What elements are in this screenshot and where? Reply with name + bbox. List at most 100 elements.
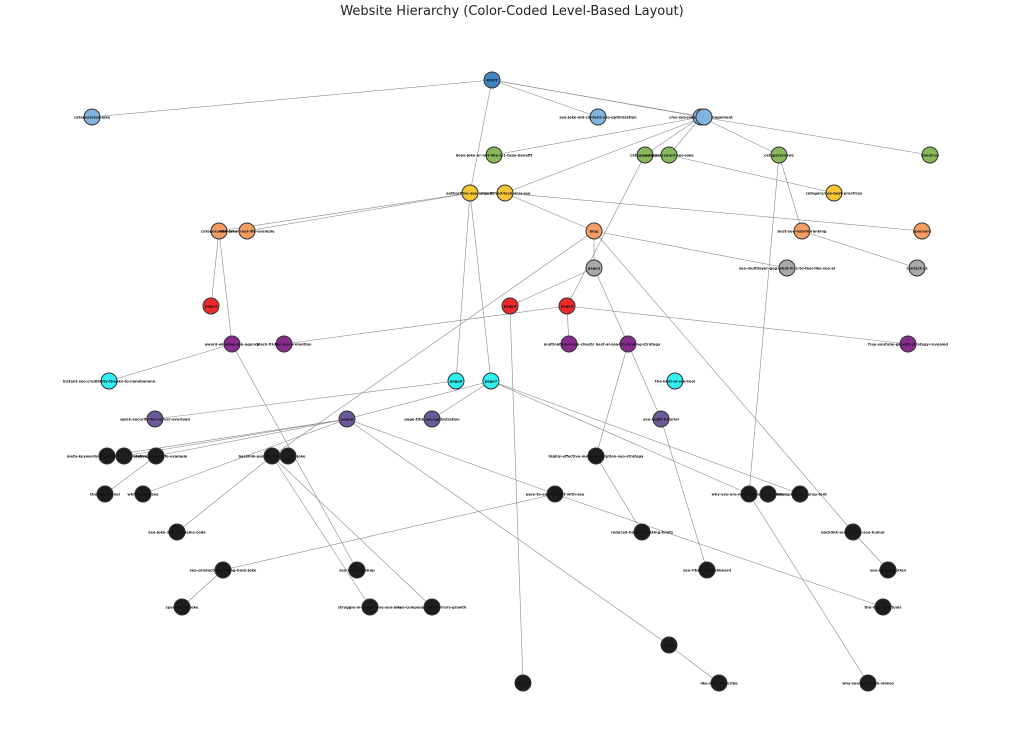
node-a-back-account[interactable]: a-back-account-seo-joke	[644, 146, 694, 164]
node-circle[interactable]	[461, 184, 479, 202]
node-circle[interactable]	[921, 146, 939, 164]
node-reduced-hotline[interactable]: reduced-hotline-ranking-knots	[611, 523, 673, 541]
node-category-news-2[interactable]: category/news	[764, 146, 794, 164]
node-page6[interactable]: page6	[447, 372, 465, 390]
node-page8[interactable]: page8	[338, 410, 356, 428]
node-category-reveal[interactable]: category/seo-joke	[201, 222, 238, 240]
node-circle[interactable]	[844, 523, 862, 541]
node-page4[interactable]: page4	[501, 297, 519, 315]
node-category-best[interactable]: category/seo-best-practices	[806, 184, 863, 202]
node-sponsors[interactable]: sponsors	[913, 222, 931, 240]
node-seo-training-drop[interactable]: seo-training-drop	[339, 561, 375, 579]
node-right-black-a[interactable]	[759, 485, 777, 503]
node-circle[interactable]	[560, 335, 578, 353]
node-does-joke[interactable]: does-joke-or-not-like-a-1-typo-benefit	[456, 146, 533, 164]
node-authoritive[interactable]: authoritive-seo-snippet	[446, 184, 494, 202]
node-circle[interactable]	[558, 297, 576, 315]
node-circle[interactable]	[202, 297, 220, 315]
node-404-error[interactable]: 404-error-real-life-example	[219, 222, 275, 240]
node-circle[interactable]	[695, 108, 713, 126]
node-page9[interactable]: page9	[660, 636, 678, 654]
node-easy-to-experiment[interactable]: easy-to-experiment-with-seo	[526, 485, 585, 503]
node-white-label-seo[interactable]: white-label-seo	[127, 485, 159, 503]
node-circle[interactable]	[146, 410, 164, 428]
node-circle[interactable]	[585, 259, 603, 277]
node-circle[interactable]	[859, 674, 877, 692]
node-backlink-acquisition[interactable]: backlink-acquisition-seo-humor	[821, 523, 885, 541]
node-circle[interactable]	[501, 297, 519, 315]
node-circle[interactable]	[279, 447, 297, 465]
node-blog[interactable]: blog	[585, 222, 603, 240]
node-circle[interactable]	[100, 372, 118, 390]
node-circle[interactable]	[482, 372, 500, 390]
node-circle[interactable]	[214, 561, 232, 579]
node-circle[interactable]	[759, 485, 777, 503]
node-circle[interactable]	[698, 561, 716, 579]
node-circle[interactable]	[210, 222, 228, 240]
node-seo-joke-old[interactable]: seo-joke-old-content-seo-optimization	[559, 108, 637, 126]
node-circle[interactable]	[874, 598, 892, 616]
node-page7[interactable]: page7	[482, 372, 500, 390]
node-black-friday[interactable]: black-friday-seo-promotion	[256, 335, 312, 353]
node-circle[interactable]	[514, 674, 532, 692]
node-circle[interactable]	[636, 146, 654, 164]
node-circle[interactable]	[589, 108, 607, 126]
node-circle[interactable]	[710, 674, 728, 692]
node-circle[interactable]	[660, 146, 678, 164]
node-circle[interactable]	[633, 523, 651, 541]
node-best-ai-seo[interactable]: best-ai-search-ranking-strategy	[596, 335, 661, 353]
node-level1-a[interactable]	[695, 108, 713, 126]
node-circle[interactable]	[96, 485, 114, 503]
node-page-title-seo[interactable]: page-title-seo-optimization	[404, 410, 460, 428]
node-page5[interactable]: page5	[558, 297, 576, 315]
node-circle[interactable]	[793, 222, 811, 240]
node-circle[interactable]	[168, 523, 186, 541]
node-circle[interactable]	[660, 636, 678, 654]
node-circle[interactable]	[791, 485, 809, 503]
node-circle[interactable]	[338, 410, 356, 428]
node-circle[interactable]	[585, 222, 603, 240]
node-circle[interactable]	[483, 71, 501, 89]
node-page2[interactable]: page2	[585, 259, 603, 277]
node-circle[interactable]	[115, 447, 133, 465]
node-circle[interactable]	[666, 372, 684, 390]
node-circle[interactable]	[619, 335, 637, 353]
node-seo-productivity[interactable]: seo-productivity-using-hack-joke	[190, 561, 257, 579]
node-circle[interactable]	[740, 485, 758, 503]
node-circle[interactable]	[447, 372, 465, 390]
node-page10[interactable]: page10	[514, 674, 532, 692]
node-page3[interactable]: page3	[202, 297, 220, 315]
node-seo-ranking-myth[interactable]: seo-ranking-myth-life-example	[125, 447, 188, 465]
node-contact-us[interactable]: contact-us	[906, 259, 928, 277]
node-seo-audit[interactable]: seo-audit-tutorial	[643, 410, 679, 428]
node-award-winning[interactable]: award-winning-seo-agency	[205, 335, 260, 353]
node-why-seo-fails[interactable]: why-seo-fails-with-videos	[842, 674, 894, 692]
node-mid-black-a[interactable]	[115, 447, 133, 465]
node-circle[interactable]	[546, 485, 564, 503]
node-circle[interactable]	[173, 598, 191, 616]
node-meta-keywords[interactable]: meta-keywords-the-retired-seo-relative	[67, 447, 148, 465]
node-circle[interactable]	[361, 598, 379, 616]
node-seo-joke-100[interactable]: seo-joke-100-problems-coda	[148, 523, 206, 541]
node-circle[interactable]	[825, 184, 843, 202]
node-struggle-in-sugar[interactable]: struggle-in-sugar-blue-seo-joke	[338, 598, 403, 616]
node-circle[interactable]	[899, 335, 917, 353]
node-seo-ritual[interactable]: seo-ritual-of-dashboard	[683, 561, 731, 579]
node-seo-multilayer[interactable]: seo-multilayer-gag-what-it-is-to-feel-li…	[739, 259, 835, 277]
node-seo-company[interactable]: seo-company-that-mirrors-growth	[398, 598, 467, 616]
node-quick-security[interactable]: quick-security-for-server-overload	[120, 410, 190, 428]
node-white-space[interactable]: white-space-seo-prep-tent	[773, 485, 827, 503]
node-seo-ad-promotion[interactable]: seo-ad-promotion	[870, 561, 906, 579]
node-about-us[interactable]: about-us	[921, 146, 939, 164]
node-circle[interactable]	[652, 410, 670, 428]
node-circle[interactable]	[147, 447, 165, 465]
node-category-news[interactable]: category/news	[630, 146, 660, 164]
node-circle[interactable]	[485, 146, 503, 164]
node-circle[interactable]	[238, 222, 256, 240]
node-mid-black-b[interactable]	[279, 447, 297, 465]
node-circle[interactable]	[223, 335, 241, 353]
node-circle[interactable]	[348, 561, 366, 579]
node-circle[interactable]	[879, 561, 897, 579]
node-circle[interactable]	[770, 146, 788, 164]
node-circle[interactable]	[908, 259, 926, 277]
